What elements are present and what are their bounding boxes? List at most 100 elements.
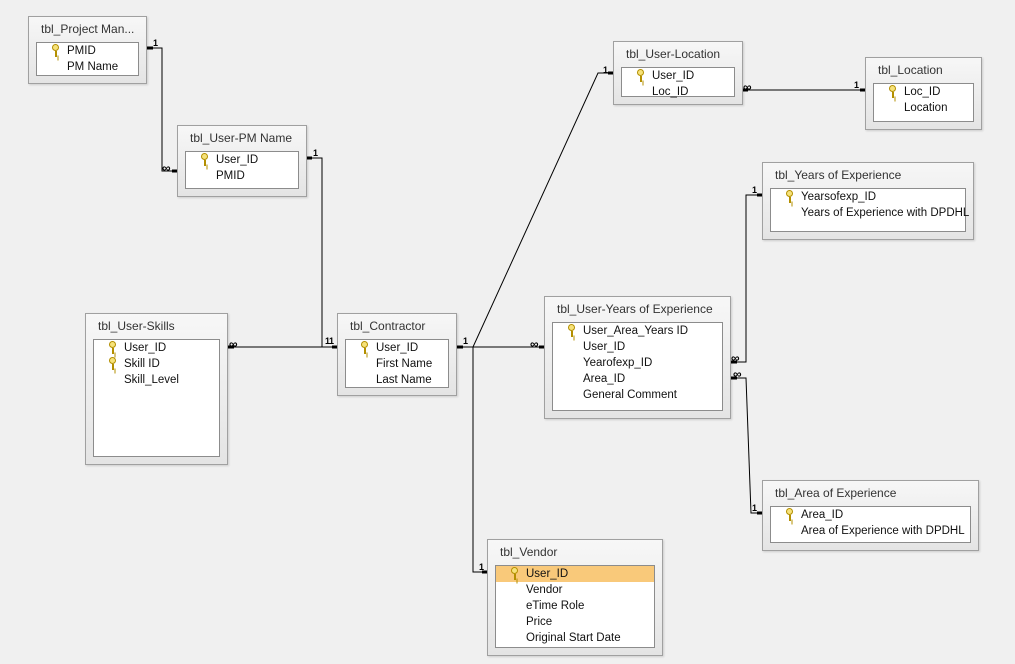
card-years-one: 1 — [752, 185, 758, 195]
table-title[interactable]: tbl_User-Years of Experience — [557, 302, 713, 316]
field-row[interactable]: User_Area_Years ID — [553, 323, 722, 339]
card-area-one: 1 — [752, 503, 758, 513]
field-label: User_ID — [376, 342, 419, 354]
field-label: Skill_Level — [124, 374, 179, 386]
field-row[interactable]: User_ID — [553, 339, 722, 355]
card-userpm-one: 1 — [313, 148, 319, 158]
field-list: User_Area_Years ID User_ID Yearofexp_ID Are… — [552, 322, 723, 411]
field-label: User_ID — [124, 342, 167, 354]
field-label: User_Area_Years ID — [583, 325, 689, 337]
rel-useryears-years — [731, 194, 763, 363]
primary-key-icon — [785, 508, 794, 522]
field-row[interactable]: Location — [874, 100, 973, 116]
card-contractor-one-b: 1 — [329, 336, 335, 346]
field-row[interactable]: Area of Experience with DPDHL — [771, 523, 970, 539]
field-label: First Name — [376, 358, 433, 370]
table-title[interactable]: tbl_Area of Experience — [775, 486, 897, 500]
field-row[interactable]: User_ID — [94, 340, 219, 356]
field-list: User_ID Skill ID Skill_Level — [93, 339, 220, 457]
field-row[interactable]: PMID — [186, 168, 298, 184]
field-label: PMID — [67, 45, 96, 57]
card-useryears-many: ∞ — [530, 337, 539, 351]
field-row[interactable]: Skill ID — [94, 356, 219, 372]
table-project-manager[interactable]: tbl_Project Man... PMID PM Name — [28, 16, 147, 84]
field-list: User_ID Loc_ID — [621, 67, 735, 100]
field-row[interactable]: User_ID — [346, 340, 448, 356]
field-label: Area_ID — [583, 373, 626, 385]
rel-contractor-vendor — [472, 347, 488, 573]
field-row[interactable]: User_ID — [496, 566, 654, 582]
field-row[interactable]: Loc_ID — [874, 84, 973, 100]
table-title[interactable]: tbl_User-Skills — [98, 319, 175, 333]
field-row[interactable]: Last Name — [346, 372, 448, 388]
field-row[interactable]: Yearofexp_ID — [553, 355, 722, 371]
card-userpm-many: ∞ — [162, 161, 171, 175]
field-label: User_ID — [583, 341, 626, 353]
field-row[interactable]: Price — [496, 614, 654, 630]
rel-userpm-contractor — [306, 157, 338, 348]
field-row[interactable]: Yearsofexp_ID — [771, 189, 965, 205]
card-useryears-many-a: ∞ — [731, 351, 740, 365]
primary-key-icon — [360, 341, 369, 355]
field-row[interactable]: Loc_ID — [622, 84, 734, 100]
table-title[interactable]: tbl_Project Man... — [41, 22, 135, 36]
rel-pm-userpm — [147, 47, 178, 172]
table-title[interactable]: tbl_Years of Experience — [775, 168, 902, 182]
table-title[interactable]: tbl_User-PM Name — [190, 131, 293, 145]
rel-useryears-area — [731, 377, 763, 514]
field-row[interactable]: General Comment — [553, 387, 722, 403]
table-title[interactable]: tbl_User-Location — [626, 47, 721, 61]
primary-key-icon — [567, 324, 576, 338]
field-label: Price — [526, 616, 553, 628]
field-row[interactable]: PMID — [37, 43, 138, 59]
primary-key-icon — [200, 153, 209, 167]
card-useryears-many-b: ∞ — [733, 367, 742, 381]
table-title[interactable]: tbl_Vendor — [500, 545, 558, 559]
field-row[interactable]: Original Start Date — [496, 630, 654, 646]
field-label: User_ID — [652, 70, 695, 82]
card-vendor-one: 1 — [479, 562, 485, 572]
primary-key-icon — [108, 341, 117, 355]
field-label: Loc_ID — [904, 86, 941, 98]
primary-key-icon — [108, 357, 117, 371]
field-row[interactable]: Years of Experience with DPDHL — [771, 205, 969, 221]
table-title[interactable]: tbl_Contractor — [350, 319, 426, 333]
primary-key-icon — [510, 567, 519, 581]
card-pm-one: 1 — [153, 38, 159, 48]
field-label: User_ID — [216, 154, 259, 166]
field-row[interactable]: Vendor — [496, 582, 654, 598]
field-row[interactable]: eTime Role — [496, 598, 654, 614]
field-row[interactable]: Skill_Level — [94, 372, 219, 388]
card-skills-many: ∞ — [229, 337, 238, 351]
field-label: Yearofexp_ID — [583, 357, 653, 369]
field-row[interactable]: User_ID — [622, 68, 734, 84]
field-label: eTime Role — [526, 600, 585, 612]
field-row[interactable]: Area_ID — [771, 507, 970, 523]
field-row[interactable]: User_ID — [186, 152, 298, 168]
field-row[interactable]: PM Name — [37, 59, 138, 75]
field-row[interactable]: Area_ID — [553, 371, 722, 387]
card-contractor-one-c: 1 — [463, 336, 469, 346]
primary-key-icon — [51, 44, 60, 58]
field-label: Last Name — [376, 374, 432, 386]
field-list: Loc_ID Location — [873, 83, 974, 122]
field-row[interactable]: First Name — [346, 356, 448, 372]
field-list: PMID PM Name — [36, 42, 139, 76]
field-label: PM Name — [67, 61, 119, 73]
field-label: Loc_ID — [652, 86, 689, 98]
table-title[interactable]: tbl_Location — [878, 63, 943, 77]
field-label: General Comment — [583, 389, 677, 401]
